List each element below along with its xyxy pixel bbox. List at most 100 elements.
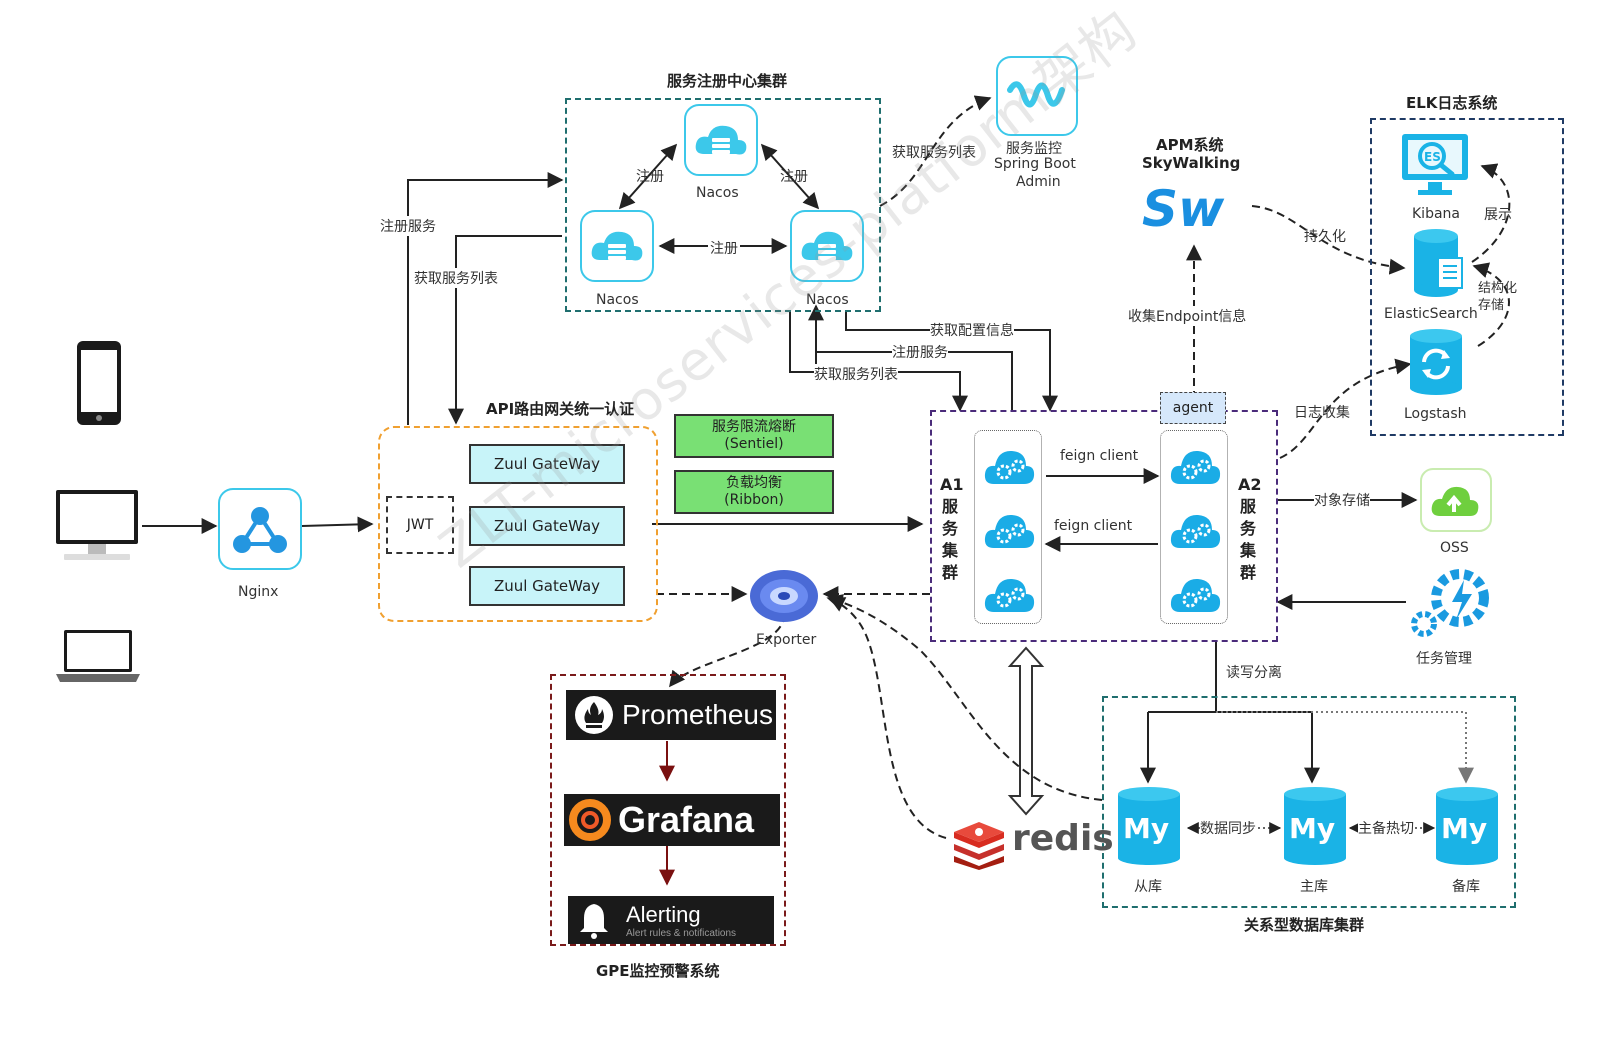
a1-inner-box <box>974 430 1042 624</box>
edge-label-get-service-list-left: 获取服务列表 <box>414 268 498 288</box>
desktop-icon <box>54 488 140 572</box>
edge-label-register-right: 注册 <box>780 169 808 185</box>
rate-limit-line1: 服务限流熔断 <box>712 419 796 435</box>
elk-cluster-title: ELK日志系统 <box>1406 94 1498 112</box>
skywalking-logo-icon: Sw <box>1140 176 1250 240</box>
mysql-slave-logo: My <box>1123 812 1169 845</box>
edge-label-register-mid: 注册 <box>708 238 740 258</box>
edge-label-data-sync: 数据同步 <box>1200 818 1256 838</box>
a2-inner-box <box>1160 430 1228 624</box>
grafana-label: Grafana <box>618 799 755 840</box>
rate-limit-box: 服务限流熔断 (Sentiel) <box>674 414 834 458</box>
elasticsearch-icon <box>1408 228 1468 302</box>
edge-exporter-prometheus <box>669 613 786 688</box>
edge-nginx-gateway <box>301 516 374 533</box>
nacos-top-icon <box>684 104 758 180</box>
svg-text:Sw: Sw <box>1142 180 1225 236</box>
redis-icon <box>950 820 1008 874</box>
edge-redis-exporter <box>828 597 947 839</box>
laptop-icon <box>54 628 142 688</box>
service-cluster <box>930 410 1278 642</box>
redis-label: redis <box>1012 818 1114 859</box>
edge-label-show: 展示 <box>1484 207 1512 223</box>
edge-label-log-collect: 日志收集 <box>1294 405 1350 421</box>
apm-title-line1: APM系统 <box>1156 136 1224 154</box>
agent-box: agent <box>1160 392 1226 424</box>
service-a1-3-icon <box>982 568 1036 622</box>
zuul-gateway-2: Zuul GateWay <box>469 506 625 546</box>
load-balance-line2: (Ribbon) <box>724 492 784 508</box>
agent-label: agent <box>1172 400 1214 416</box>
edge-label-get-service-list2: 获取服务列表 <box>814 364 898 384</box>
db-cluster-title: 关系型数据库集群 <box>1244 916 1365 934</box>
edge-log-collect <box>1279 358 1412 459</box>
load-balance-box: 负载均衡 (Ribbon) <box>674 470 834 514</box>
edge-label-register-left: 注册 <box>636 169 664 185</box>
edge-label-register-service2: 注册服务 <box>892 342 948 362</box>
alerting-block: Alerting Alert rules & notifications <box>568 896 774 944</box>
alerting-subtitle: Alert rules & notifications <box>626 927 737 939</box>
edge-show <box>1471 163 1511 263</box>
prometheus-label: Prometheus <box>622 699 773 730</box>
gateway-cluster <box>378 426 658 622</box>
boot-admin-line2: Spring Boot <box>994 156 1076 172</box>
nacos-top-label: Nacos <box>696 185 739 201</box>
oss-label: OSS <box>1440 540 1469 556</box>
edge-label-get-config: 获取配置信息 <box>930 320 1014 340</box>
jwt-label: JWT <box>406 517 434 533</box>
edge-label-rw-split: 读写分离 <box>1226 665 1282 681</box>
nacos-right-label: Nacos <box>806 292 849 308</box>
edge-label-object-store: 对象存储 <box>1314 490 1370 510</box>
edge-register-service <box>407 172 564 425</box>
grafana-icon <box>569 799 611 841</box>
nacos-left-label: Nacos <box>596 292 639 308</box>
nacos-right-icon <box>790 210 864 286</box>
prometheus-block: Prometheus <box>566 690 776 740</box>
feign-client-1-label: feign client <box>1060 448 1139 464</box>
task-management-icon <box>1408 566 1500 644</box>
gateway-cluster-title: API路由网关统一认证 <box>486 400 635 418</box>
nginx-label: Nginx <box>238 584 279 600</box>
boot-admin-line3: Admin <box>1016 174 1061 190</box>
nacos-left-icon <box>580 210 654 286</box>
edge-nacos-register-right <box>760 143 820 210</box>
apm-title-line2: SkyWalking <box>1142 154 1241 172</box>
exporter-label: Exporter <box>756 632 817 648</box>
spring-boot-admin-icon <box>996 56 1078 140</box>
zuul-gateway-3: Zuul GateWay <box>469 566 625 606</box>
kibana-icon: ES <box>1400 130 1470 204</box>
nginx-icon <box>218 488 302 574</box>
service-a2-3-icon <box>1168 568 1222 622</box>
exporter-icon <box>744 566 824 632</box>
mysql-master-label: 主库 <box>1300 879 1328 895</box>
edge-label-register-service: 注册服务 <box>380 216 436 236</box>
prometheus-icon <box>575 696 613 734</box>
edge-db-exporter <box>826 594 1103 801</box>
alerting-label: Alerting <box>626 901 701 927</box>
edge-label-structured-store: 结构化存储 <box>1478 281 1518 313</box>
gpe-cluster <box>550 674 786 946</box>
load-balance-line1: 负载均衡 <box>726 475 782 491</box>
gpe-cluster-title: GPE监控预警系统 <box>596 962 720 980</box>
task-management-label: 任务管理 <box>1416 651 1472 667</box>
edge-get-service-list <box>448 235 562 425</box>
zuul-gateway-1: Zuul GateWay <box>469 444 625 484</box>
edge-structured-store <box>1472 262 1510 347</box>
mysql-backup-label: 备库 <box>1452 879 1480 895</box>
edge-nacos-register-left <box>618 143 678 210</box>
elk-cluster <box>1370 118 1564 436</box>
edge-rw-backup <box>1216 711 1474 784</box>
service-a2-2-icon <box>1168 504 1222 558</box>
svg-text:ES: ES <box>1424 150 1441 164</box>
bell-icon <box>580 904 608 939</box>
service-a1-2-icon <box>982 504 1036 558</box>
mysql-master-icon: My <box>1282 786 1348 870</box>
edge-persist <box>1251 205 1406 275</box>
mysql-master-logo: My <box>1289 812 1335 845</box>
edge-label-collect-endpoint: 收集Endpoint信息 <box>1128 306 1247 326</box>
registry-cluster-title: 服务注册中心集群 <box>667 72 788 90</box>
oss-icon <box>1420 468 1492 536</box>
edge-redis-cluster <box>1007 646 1045 816</box>
